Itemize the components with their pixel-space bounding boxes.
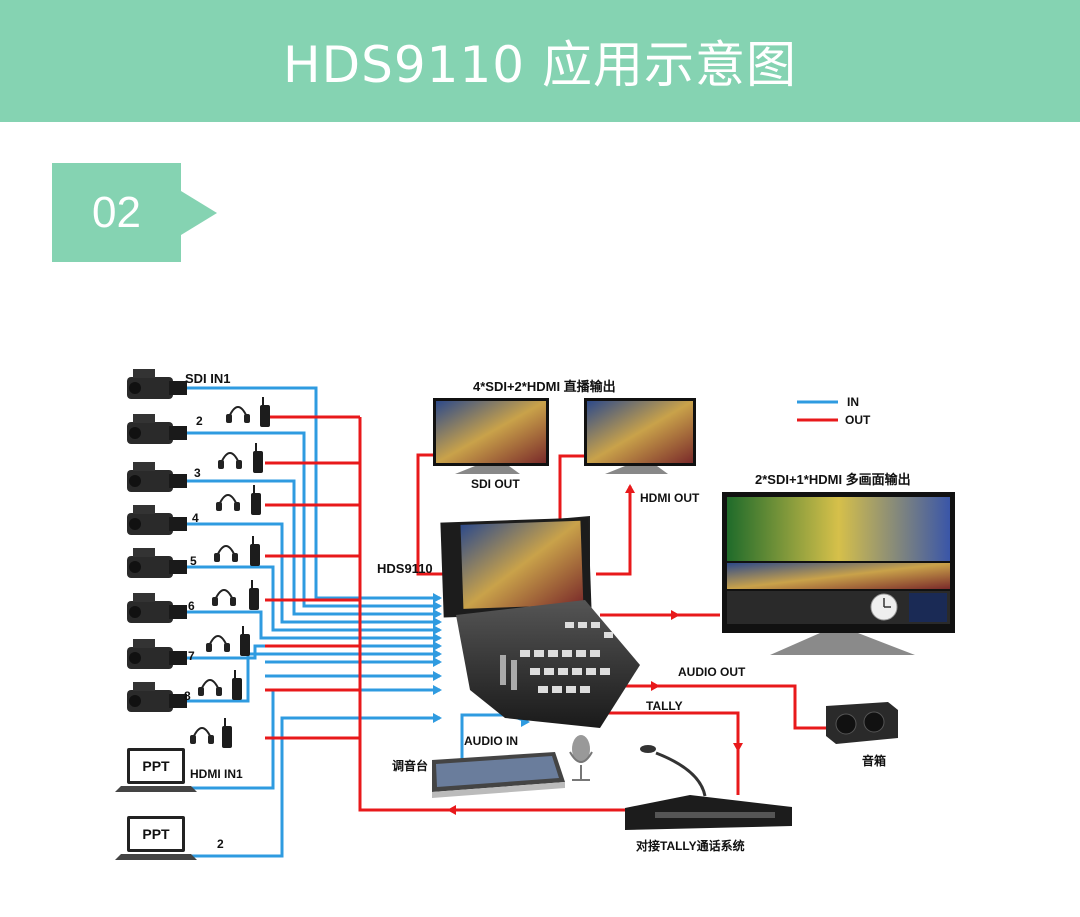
sdi-in-arrow-2 <box>433 601 442 611</box>
sdi-in8-label: 8 <box>184 689 191 703</box>
hds9110-device <box>440 516 640 728</box>
sdi-in-wire-6 <box>185 610 440 640</box>
tally-arrow <box>733 743 743 752</box>
hdmi-out-label: HDMI OUT <box>640 491 700 505</box>
camera-icon <box>127 462 187 492</box>
headset-icon <box>206 635 230 652</box>
camera-icon <box>127 593 187 623</box>
mixer-label: 调音台 <box>392 758 428 773</box>
audio-out-arrow <box>651 681 660 691</box>
tally-intercom-unit <box>625 745 792 830</box>
headset-icon <box>214 545 238 562</box>
hdmi-in2-label: 2 <box>217 837 224 851</box>
sdi-in-wire-3 <box>185 479 440 616</box>
radio-icon <box>253 443 263 473</box>
headset-icon <box>190 727 214 744</box>
multiview-out-arrow <box>671 610 680 620</box>
tally-system-label: 对接TALLY通话系统 <box>636 838 745 853</box>
hdmi-in2-arrow <box>433 713 442 723</box>
intercom-bus-arrow <box>447 805 456 815</box>
device-icons: PPT PPT <box>115 369 270 860</box>
sdi-in-arrow-8 <box>433 649 442 659</box>
live-output-title: 4*SDI+2*HDMI 直播输出 <box>473 379 616 394</box>
sdi-in2-label: 2 <box>196 414 203 428</box>
microphone-icon <box>569 735 593 781</box>
speaker-label: 音箱 <box>862 753 886 768</box>
speaker-box <box>826 702 898 744</box>
sdi-in-arrow-5 <box>433 625 442 635</box>
sdi-in-wire-7 <box>185 644 440 660</box>
sdi-in-arrow-6 <box>433 633 442 643</box>
sdi-in-arrow-3 <box>433 609 442 619</box>
legend-out-label: OUT <box>845 413 871 427</box>
extra-in-arrow-1 <box>433 657 442 667</box>
audio-out-label: AUDIO OUT <box>678 665 746 679</box>
camera-icon <box>127 414 187 444</box>
multiview-monitor <box>722 492 955 655</box>
radio-icon <box>260 397 270 427</box>
camera-icon <box>127 639 187 669</box>
camera-icon <box>127 369 187 399</box>
ppt-laptop-1: PPT <box>115 748 197 792</box>
sdi-in-arrow-7 <box>433 641 442 651</box>
intercom-bus-wire <box>358 417 455 812</box>
hdmi-out-arrow <box>625 484 635 493</box>
radio-icon <box>240 626 250 656</box>
sdi-in7-label: 7 <box>188 649 195 663</box>
signal-wires <box>185 386 826 858</box>
headset-icon <box>216 494 240 511</box>
radio-icon <box>232 670 242 700</box>
headset-icon <box>198 679 222 696</box>
sdi-in-wire-1 <box>185 386 440 600</box>
header-banner: HDS9110 应用示意图 <box>0 0 1080 122</box>
page-title: HDS9110 应用示意图 <box>283 36 797 94</box>
sdi-in-arrow-1 <box>433 593 442 603</box>
headset-icon <box>212 589 236 606</box>
sdi-in6-label: 6 <box>188 599 195 613</box>
badge-arrow-icon <box>181 191 217 235</box>
ppt-laptop-2: PPT <box>115 816 197 860</box>
legend: IN OUT <box>797 395 871 427</box>
audio-mixer <box>432 752 565 798</box>
sdi-in1-label: SDI IN1 <box>185 371 231 386</box>
svg-text:PPT: PPT <box>142 826 170 842</box>
tally-wire <box>590 711 740 795</box>
audio-in-label: AUDIO IN <box>464 734 518 748</box>
device-label: HDS9110 <box>377 561 433 576</box>
radio-icon <box>250 536 260 566</box>
radio-icon <box>249 580 259 610</box>
sdi-in-arrow-4 <box>433 617 442 627</box>
radio-icon <box>222 718 232 748</box>
camera-icon <box>127 505 187 535</box>
tally-label: TALLY <box>646 699 683 713</box>
headset-icon <box>218 452 242 469</box>
svg-text:PPT: PPT <box>142 758 170 774</box>
hdmi-out-monitor <box>584 398 696 474</box>
headset-icon <box>226 406 250 423</box>
sdi-in5-label: 5 <box>190 554 197 568</box>
camera-icon <box>127 548 187 578</box>
extra-in-arrow-2 <box>433 671 442 681</box>
sdi-out-label: SDI OUT <box>471 477 520 491</box>
legend-in-label: IN <box>847 395 859 409</box>
sdi-in-wire-2 <box>185 431 440 608</box>
sdi-in3-label: 3 <box>194 466 201 480</box>
sdi-in4-label: 4 <box>192 511 199 525</box>
camera-icon <box>127 682 187 712</box>
multiview-output-title: 2*SDI+1*HDMI 多画面输出 <box>755 472 911 487</box>
radio-icon <box>251 485 261 515</box>
sdi-out-monitor <box>433 398 549 474</box>
hdmi-out-wire <box>596 486 632 576</box>
hdmi-in1-arrow <box>433 685 442 695</box>
sdi-in-wire-8 <box>185 652 440 703</box>
hdmi-in1-label: HDMI IN1 <box>190 767 243 781</box>
section-number-badge: 02 <box>52 163 181 262</box>
audio-out-wire <box>610 684 826 730</box>
